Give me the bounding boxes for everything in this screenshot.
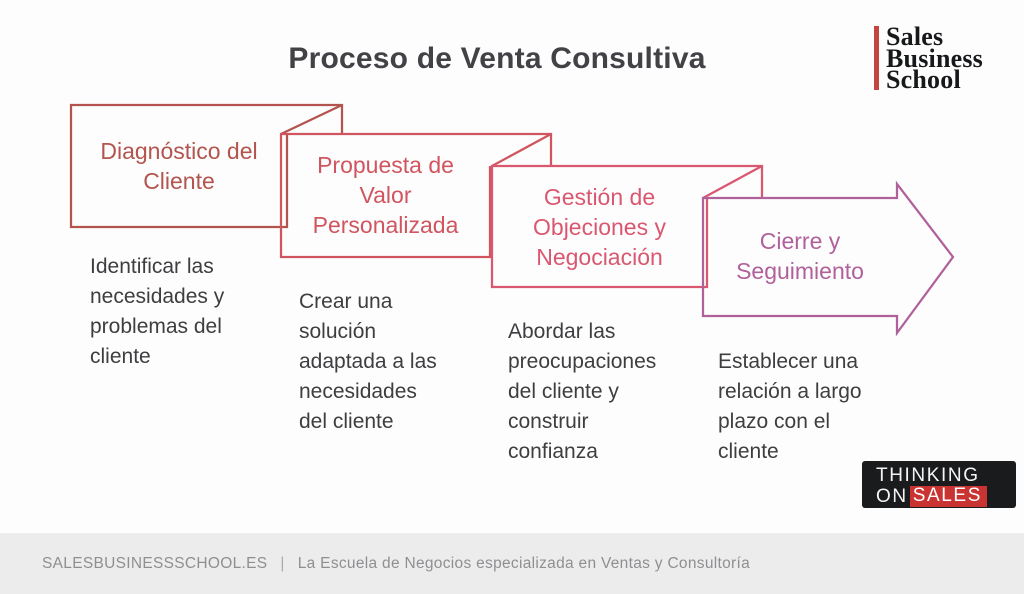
brand-line-1: Sales bbox=[886, 22, 944, 51]
brand-logo-text: Sales Business School bbox=[886, 22, 983, 94]
stage-4-heading: Cierre y Seguimiento bbox=[736, 228, 864, 284]
stage-1-outline bbox=[69, 103, 344, 229]
footer-separator: | bbox=[280, 554, 285, 572]
footer-site-url: SALESBUSINESSSCHOOL.ES bbox=[42, 554, 268, 572]
stage-1-heading: Diagnóstico del Cliente bbox=[100, 138, 258, 194]
stage-3-heading: Gestión de Objeciones y Negociación bbox=[533, 184, 666, 270]
brand-accent-bar-icon bbox=[874, 26, 879, 90]
thinking-on-sales-badge: THINKING ON SALES bbox=[862, 461, 1016, 508]
stage-2-description: Crear una solución adaptada a las necesi… bbox=[299, 290, 437, 433]
stage-1-description: Identificar las necesidades y problemas … bbox=[90, 255, 225, 368]
brand-line-3: School bbox=[886, 65, 961, 94]
badge-sales-label: SALES bbox=[909, 486, 987, 507]
footer-tagline: La Escuela de Negocios especializada en … bbox=[297, 554, 751, 572]
brand-line-2: Business bbox=[886, 43, 983, 73]
footer-content: SALESBUSINESSSCHOOL.ES | La Escuela de N… bbox=[42, 555, 750, 573]
footer-bar: SALESBUSINESSSCHOOL.ES | La Escuela de N… bbox=[0, 533, 1024, 594]
stage-4-arrow-outline bbox=[701, 180, 955, 337]
badge-on-label: ON bbox=[876, 485, 908, 507]
badge-line-on-sales: ON SALES bbox=[876, 486, 1016, 507]
page-title: Proceso de Venta Consultiva bbox=[288, 42, 706, 75]
stage-2-heading: Propuesta de Valor Personalizada bbox=[312, 152, 459, 238]
stage-3-outline bbox=[490, 164, 764, 289]
sales-business-school-logo: Sales Business School bbox=[874, 22, 983, 94]
badge-line-thinking: THINKING bbox=[876, 465, 980, 486]
stage-3-description: Abordar las preocupaciones del cliente y… bbox=[508, 320, 657, 463]
stage-4-description: Establecer una relación a largo plazo co… bbox=[718, 350, 862, 463]
stage-2-outline bbox=[279, 132, 553, 259]
